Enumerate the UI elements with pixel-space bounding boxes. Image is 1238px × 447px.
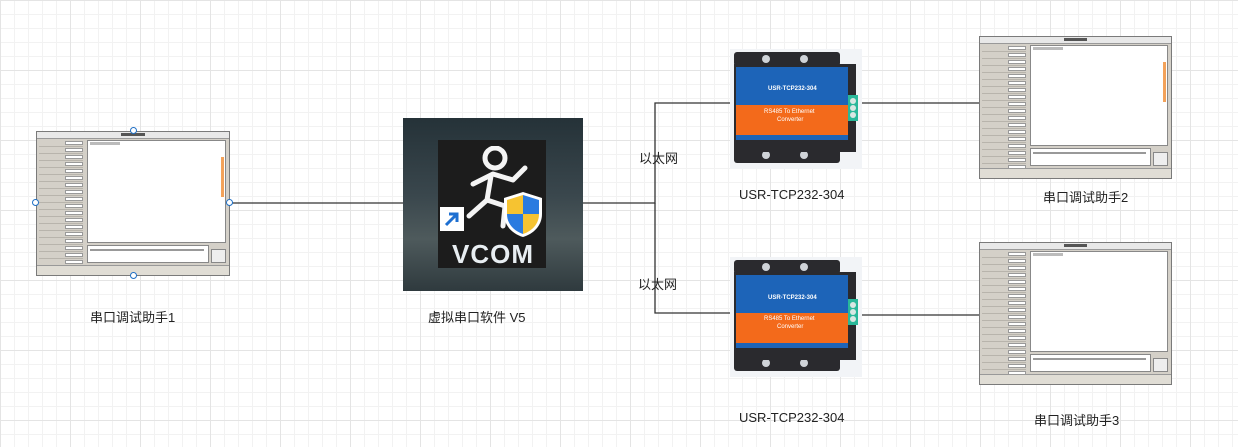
edge-label-ethernet-top: 以太网 (639, 151, 679, 166)
send-button (1153, 152, 1168, 166)
selection-handle-right[interactable] (226, 199, 233, 206)
usr-device-bottom[interactable]: USR-TCP232-304 RS485 To Ethernet Convert… (730, 257, 862, 377)
device-desc-line1: RS485 To Ethernet (764, 109, 815, 115)
status-bar (980, 168, 1171, 178)
uac-shield-icon (504, 192, 542, 237)
device-model-text: USR-TCP232-304 (768, 86, 817, 92)
device-body (730, 49, 862, 169)
assistant1-thumbnail[interactable] (36, 131, 230, 276)
status-bar (37, 265, 229, 275)
assistant-titlebar (980, 37, 1171, 44)
vcom-icon-text: VCOM (452, 239, 534, 269)
assistant-titlebar (980, 243, 1171, 250)
assistant2-thumbnail[interactable] (979, 36, 1172, 179)
send-button (1153, 358, 1168, 372)
selection-handle-bottom[interactable] (130, 272, 137, 279)
edge-label-ethernet-bottom: 以太网 (638, 277, 678, 292)
device-desc-line2: Converter (777, 324, 804, 330)
send-button (211, 249, 226, 263)
receive-area (1030, 251, 1168, 352)
selection-handle-left[interactable] (32, 199, 39, 206)
usr-device-top[interactable]: USR-TCP232-304 RS485 To Ethernet Convert… (730, 49, 862, 169)
device-bottom-label: USR-TCP232-304 (739, 410, 845, 425)
vcom-icon[interactable]: VCOM (403, 118, 583, 291)
edge-vcom-ethernet-bottom (654, 203, 730, 314)
send-area (87, 245, 209, 263)
device-desc-line2: Converter (777, 117, 804, 123)
device-body (730, 257, 862, 377)
assistant2-label: 串口调试助手2 (1043, 190, 1129, 205)
send-area (1030, 148, 1151, 166)
vcom-label: 虚拟串口软件 V5 (428, 310, 526, 325)
assistant3-thumbnail[interactable] (979, 242, 1172, 385)
receive-area (1030, 45, 1168, 146)
send-area (1030, 354, 1151, 372)
selection-handle-top[interactable] (130, 127, 137, 134)
assistant-settings-panel (982, 251, 1026, 377)
device-model-text: USR-TCP232-304 (768, 295, 817, 301)
shortcut-arrow-icon (440, 207, 464, 231)
assistant1-label: 串口调试助手1 (90, 310, 176, 325)
receive-area (87, 140, 226, 243)
assistant3-label: 串口调试助手3 (1034, 413, 1120, 428)
assistant-titlebar (37, 132, 229, 139)
assistant-settings-panel (39, 140, 83, 266)
assistant-settings-panel (982, 45, 1026, 171)
device-top-label: USR-TCP232-304 (739, 187, 845, 202)
edge-vcom-ethernet (583, 102, 730, 204)
status-bar (980, 374, 1171, 384)
device-desc-line1: RS485 To Ethernet (764, 316, 815, 322)
